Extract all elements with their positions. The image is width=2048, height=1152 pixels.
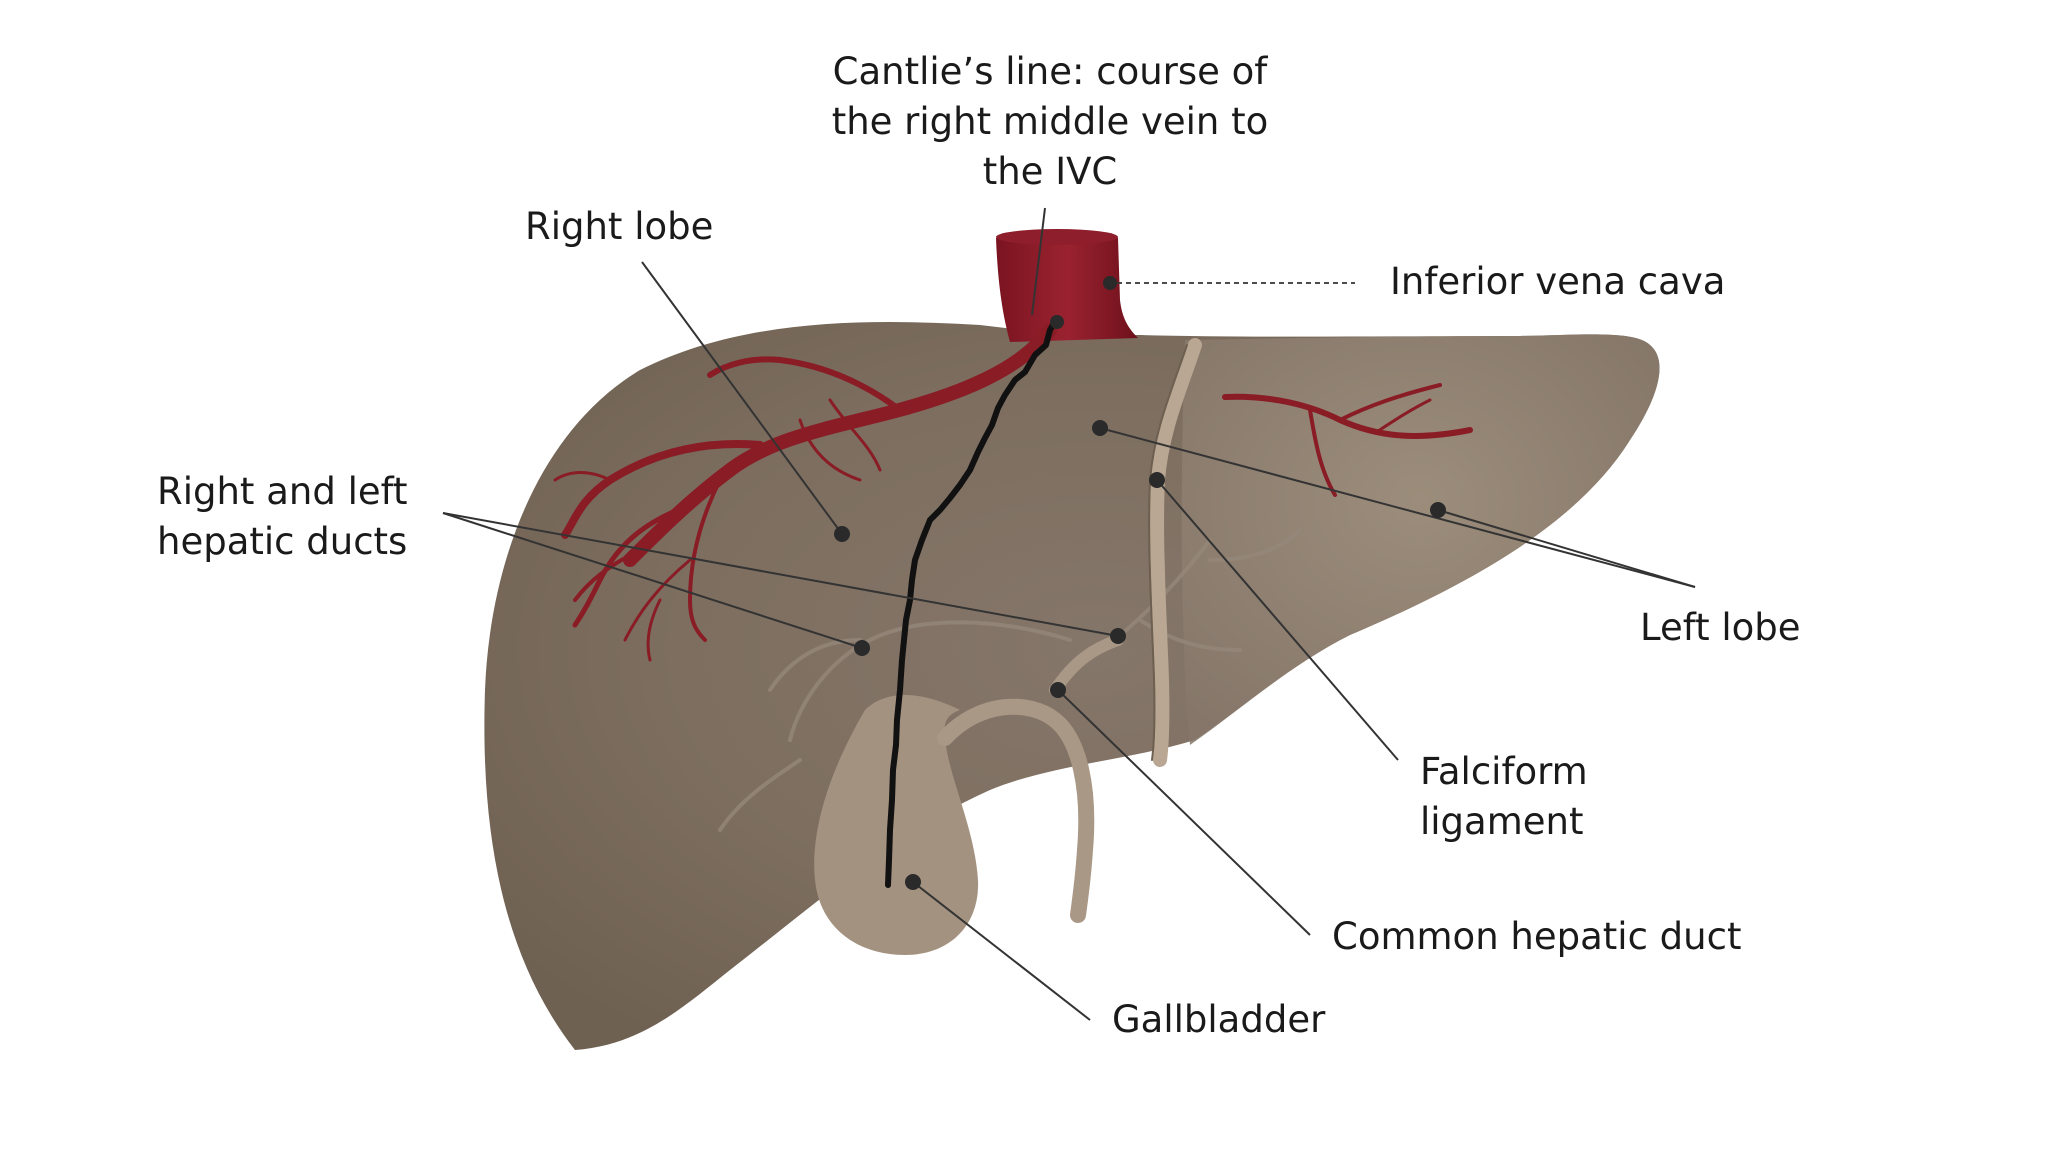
hepatic-ducts-label-line-2: hepatic ducts xyxy=(157,520,408,563)
leader-lines xyxy=(442,207,1696,1021)
dot-left-lobe-outer xyxy=(1430,502,1446,518)
ivc-label: Inferior vena cava xyxy=(1390,260,1726,303)
gallbladder xyxy=(814,695,979,955)
inferior-vena-cava xyxy=(996,230,1138,342)
right-lobe-label: Right lobe xyxy=(525,205,714,248)
hepatic-veins-left xyxy=(1222,383,1473,497)
leader-dots xyxy=(834,276,1446,890)
common-hepatic-duct-tube xyxy=(937,634,1124,923)
left-lobe-label: Left lobe xyxy=(1640,606,1801,649)
dot-right-hepatic-duct xyxy=(854,640,870,656)
falciform-ligament-label: Falciform ligament xyxy=(1420,747,1588,847)
left-lobe-shading xyxy=(1181,334,1660,745)
cantlie-line-label-line-2: the right middle vein to xyxy=(831,100,1269,143)
dot-left-hepatic-duct xyxy=(1110,628,1126,644)
falciform-ligament xyxy=(1150,338,1202,767)
dot-ivc xyxy=(1103,276,1117,290)
hepatic-veins-right xyxy=(553,323,1057,662)
common-hepatic-duct-label: Common hepatic duct xyxy=(1332,915,1742,958)
dot-cantlie xyxy=(1050,315,1064,329)
dot-falciform xyxy=(1149,472,1165,488)
hepatic-ducts-label-line-1: Right and left xyxy=(157,470,408,513)
falciform-ligament-edge xyxy=(1148,344,1188,761)
ivc-top xyxy=(996,229,1118,245)
cantlie-line-label-line-3: the IVC xyxy=(982,150,1118,193)
cantlie-line-label-line-1: Cantlie’s line: course of xyxy=(832,50,1268,93)
dot-left-lobe-inner xyxy=(1092,420,1108,436)
falciform-label-line-2: ligament xyxy=(1420,800,1584,843)
dot-gallbladder xyxy=(905,874,921,890)
cantlie-line-label: Cantlie’s line: course of the right midd… xyxy=(790,47,1310,197)
hepatic-ducts-label: Right and left hepatic ducts xyxy=(157,467,408,567)
falciform-label-line-1: Falciform xyxy=(1420,750,1588,793)
dot-common-hepatic-duct xyxy=(1050,682,1066,698)
dot-right-lobe xyxy=(834,526,850,542)
gallbladder-label: Gallbladder xyxy=(1112,998,1326,1041)
biliary-branches xyxy=(718,523,1302,832)
cantlie-line xyxy=(885,315,1060,888)
